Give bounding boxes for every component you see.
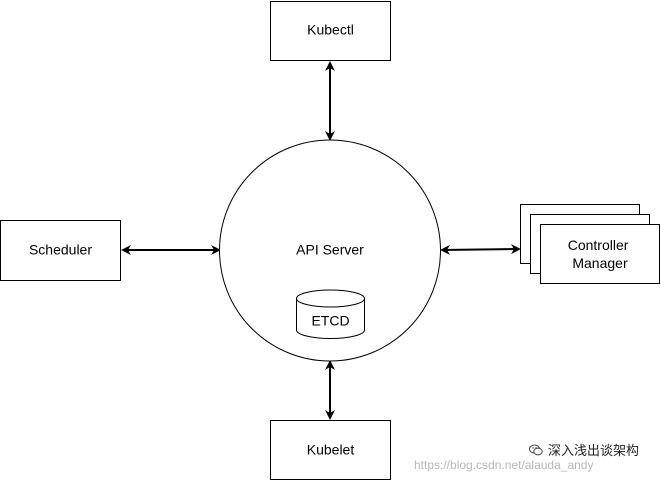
kubectl-label: Kubectl: [307, 22, 354, 38]
etcd-label: ETCD: [311, 313, 349, 329]
watermark-brand: 深入浅出谈架构: [529, 440, 639, 459]
kubelet-label: Kubelet: [307, 442, 355, 458]
controller-label-line2: Manager: [572, 255, 628, 271]
controller-manager-label: Controller Manager: [568, 237, 633, 271]
api-server-label: API Server: [296, 242, 364, 258]
edge-api-controller: [440, 244, 521, 255]
api-server-node: API Server: [219, 139, 441, 362]
etcd-node: ETCD: [296, 289, 365, 339]
watermark-brand-text: 深入浅出谈架构: [548, 443, 640, 458]
wechat-icon: [529, 444, 543, 456]
controller-manager-node: Controller Manager: [520, 204, 660, 284]
kubectl-node: Kubectl: [270, 1, 391, 61]
scheduler-node: Scheduler: [0, 220, 121, 281]
scheduler-label: Scheduler: [29, 242, 92, 258]
watermark-url: https://blog.csdn.net/alauda_andy: [414, 458, 594, 472]
controller-label-line1: Controller: [568, 237, 629, 253]
kubelet-node: Kubelet: [270, 420, 391, 480]
stack-card-front: [540, 224, 660, 284]
